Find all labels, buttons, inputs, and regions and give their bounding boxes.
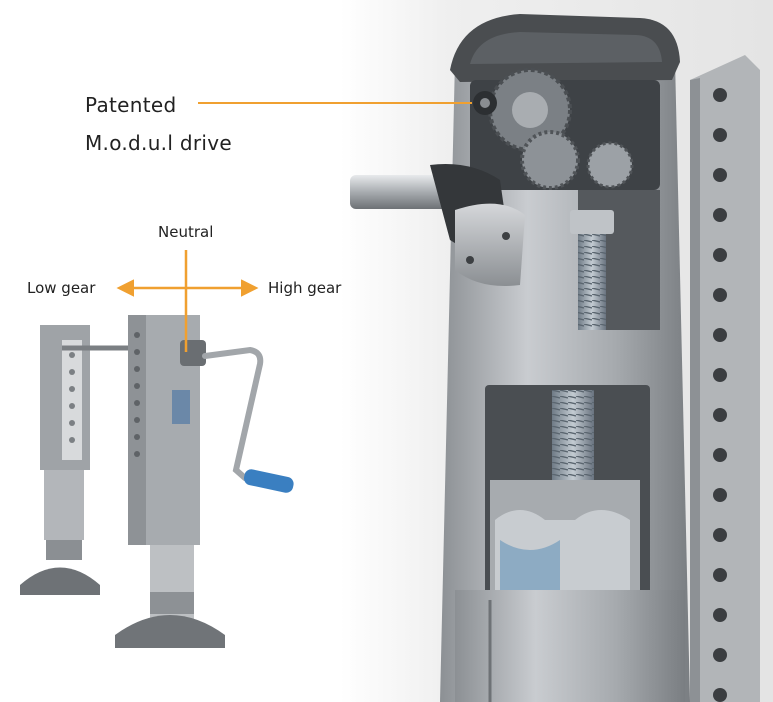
low-gear-label: Low gear (27, 279, 96, 297)
patented-label: Patented (85, 93, 177, 117)
neutral-label: Neutral (158, 223, 214, 241)
high-gear-label: High gear (268, 279, 342, 297)
drive-label: M.o.d.u.l drive (85, 131, 232, 155)
